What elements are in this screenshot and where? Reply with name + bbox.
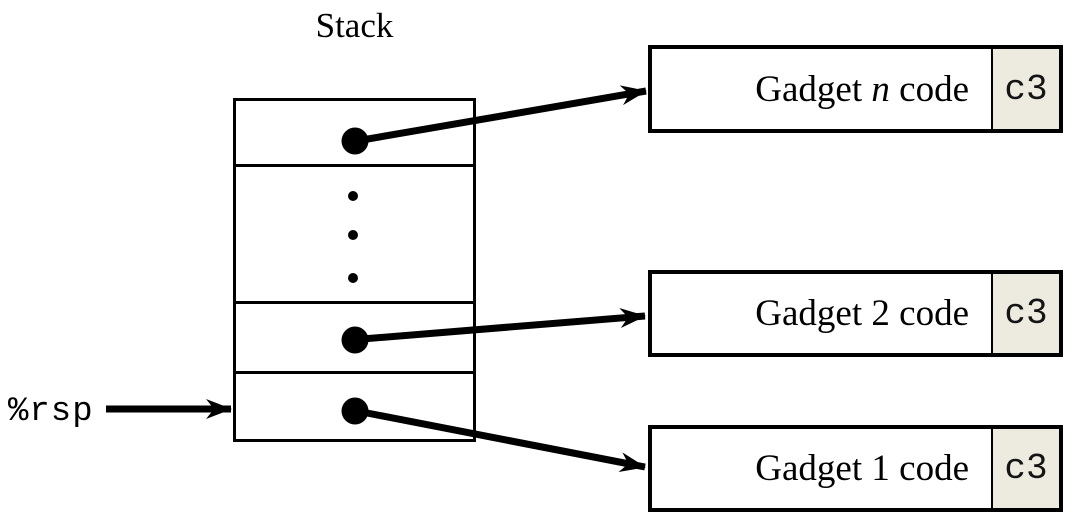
gadget-1-label: Gadget 1 code [652,429,991,508]
stack-title: Stack [315,6,394,45]
ret-opcode-cell: c3 [991,49,1059,129]
gadget-n-label: Gadget n code [652,49,991,129]
gadget-label-suffix: code [889,448,969,489]
stack-cell-return-address-n [236,101,473,167]
gadget-name: n [871,68,890,110]
rsp-register-label: %rsp [8,393,94,431]
stack-cell-return-address-2 [236,304,473,374]
gadget-name: 2 [871,293,890,334]
gadget-label-prefix: Gadget [755,293,872,334]
gadget-2-label: Gadget 2 code [652,274,991,353]
stack-cell-return-address-1 [236,374,473,439]
ret-opcode-cell: c3 [991,429,1059,508]
stack-cell-ellipsis [236,167,473,304]
gadget-2-box: Gadget 2 code c3 [648,270,1063,357]
gadget-label-prefix: Gadget [755,448,872,489]
gadget-1-box: Gadget 1 code c3 [648,425,1063,512]
gadget-label-suffix: code [889,293,969,334]
gadget-label-suffix: code [889,68,969,110]
gadget-n-box: Gadget n code c3 [648,45,1063,133]
stack-box [233,98,476,442]
gadget-name: 1 [871,448,890,489]
gadget-label-prefix: Gadget [755,68,872,110]
ret-opcode-cell: c3 [991,274,1059,353]
